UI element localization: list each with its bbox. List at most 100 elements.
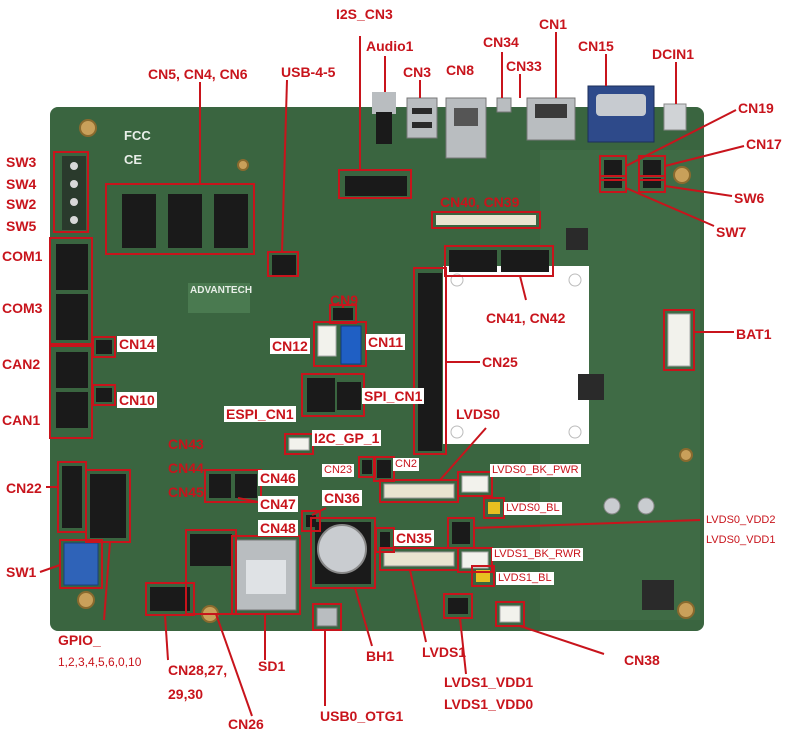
label-com3: COM3 [2, 300, 43, 316]
leader-lvds1 [409, 569, 427, 643]
module-hole [568, 425, 582, 439]
label-sd1: SD1 [258, 658, 286, 674]
label-cn1: CN1 [539, 16, 568, 32]
lvds0-connector [383, 483, 455, 499]
label-cn2: CN2 [393, 458, 420, 471]
box-cn14 [92, 336, 116, 358]
label-cn29-30: 29,30 [168, 686, 204, 702]
bat1-connector [667, 313, 691, 367]
usb45-header [272, 255, 296, 275]
label-cn14: CN14 [117, 336, 157, 352]
lvds1-connector [383, 551, 455, 567]
box-cn43-47 [204, 469, 262, 503]
label-can1: CAN1 [2, 412, 41, 428]
leader-usb45 [281, 79, 288, 253]
ethernet-jack [445, 97, 487, 159]
coin-cell [317, 524, 367, 574]
box-i2s-cn3 [338, 169, 412, 199]
label-cn12: CN12 [270, 338, 310, 354]
label-cn10: CN10 [117, 392, 157, 408]
box-sw7 [599, 175, 627, 193]
label-gpio-nums: 1,2,3,4,5,6,0,10 [58, 655, 142, 669]
label-cn8: CN8 [446, 62, 475, 78]
box-cn38 [495, 601, 525, 627]
lvds0-bl-jumper [488, 502, 500, 514]
label-sw1: SW1 [6, 564, 37, 580]
box-cn19 [599, 155, 627, 181]
ic-chip [566, 228, 588, 250]
label-bat1: BAT1 [736, 326, 772, 342]
label-cn36: CN36 [322, 490, 362, 506]
audio-jack [372, 92, 396, 144]
sd-slot-window [246, 560, 286, 594]
label-cn38: CN38 [624, 652, 660, 668]
cn14-part [96, 340, 112, 354]
cn38-connector [499, 605, 521, 623]
leader-bh1 [354, 587, 373, 647]
leader-lvds0 [439, 427, 487, 481]
label-lvds1-bk-rwr: LVDS1_BK_RWR [492, 548, 584, 561]
usb-stack [406, 97, 438, 139]
leader-cn36 [311, 507, 327, 516]
label-cn19: CN19 [738, 100, 774, 116]
label-sw7: SW7 [716, 224, 747, 240]
cn28-header [150, 587, 190, 611]
capacitor [603, 497, 621, 515]
cn2-part [377, 460, 391, 478]
label-cn22: CN22 [6, 480, 42, 496]
cn41-fpc [449, 250, 497, 272]
label-dcin1: DCIN1 [652, 46, 695, 62]
cn40-fpc [436, 215, 536, 225]
mount-hole [677, 601, 695, 619]
leader-sw6 [664, 185, 733, 197]
label-sw6: SW6 [734, 190, 765, 206]
sw7-part [604, 178, 622, 188]
box-cn26 [185, 529, 237, 615]
label-cn44: CN44 [168, 460, 204, 476]
cn43-45-header [209, 474, 231, 498]
label-cn41-42: CN41, CN42 [486, 310, 566, 326]
cn22-header [62, 466, 82, 528]
label-can2: CAN2 [2, 356, 41, 372]
leader-cn19 [625, 109, 737, 167]
dip-switch [63, 542, 99, 586]
label-cn11: CN11 [366, 334, 406, 350]
label-cn43: CN43 [168, 436, 204, 452]
cn12-header [317, 325, 337, 357]
db9-connector [587, 85, 655, 143]
brand-plate [188, 283, 250, 313]
lvds0-vdd-jumpers [452, 522, 470, 544]
pcie-slot [122, 194, 156, 248]
tact-switch [70, 162, 78, 170]
label-cn3: CN3 [403, 64, 432, 80]
cn19-part [604, 160, 622, 176]
cn46-47-header [235, 474, 257, 498]
box-cn40 [431, 211, 541, 229]
espi-header [307, 378, 335, 412]
box-cn28 [145, 582, 195, 616]
label-sw5: SW5 [6, 218, 37, 234]
label-cn28-27: CN28,27, [168, 662, 228, 678]
leader-cn41 [519, 275, 527, 301]
cn10-part [96, 388, 112, 402]
module-hole [450, 425, 464, 439]
label-usb45: USB-4-5 [281, 64, 336, 80]
label-i2s-cn3: I2S_CN3 [336, 6, 393, 22]
box-com [49, 237, 93, 345]
label-usb0-otg1: USB0_OTG1 [320, 708, 404, 724]
label-com1: COM1 [2, 248, 43, 264]
capacitor [637, 497, 655, 515]
usb-otg-port [316, 607, 338, 627]
tact-switch [70, 180, 78, 188]
box-cn5-4-6 [105, 183, 255, 255]
brand-logo: ADVANTECH [190, 285, 253, 296]
leader-sw1 [39, 564, 61, 573]
label-cn40-39: CN40, CN39 [440, 194, 520, 210]
box-sw6 [638, 175, 666, 193]
cn23-part [362, 460, 372, 474]
leader-cn26 [215, 613, 253, 717]
box-cn10 [92, 384, 116, 406]
label-lvds0-vdd1: LVDS0_VDD1 [706, 534, 776, 546]
label-cn25: CN25 [482, 354, 518, 370]
label-espi-cn1: ESPI_CN1 [224, 406, 296, 422]
